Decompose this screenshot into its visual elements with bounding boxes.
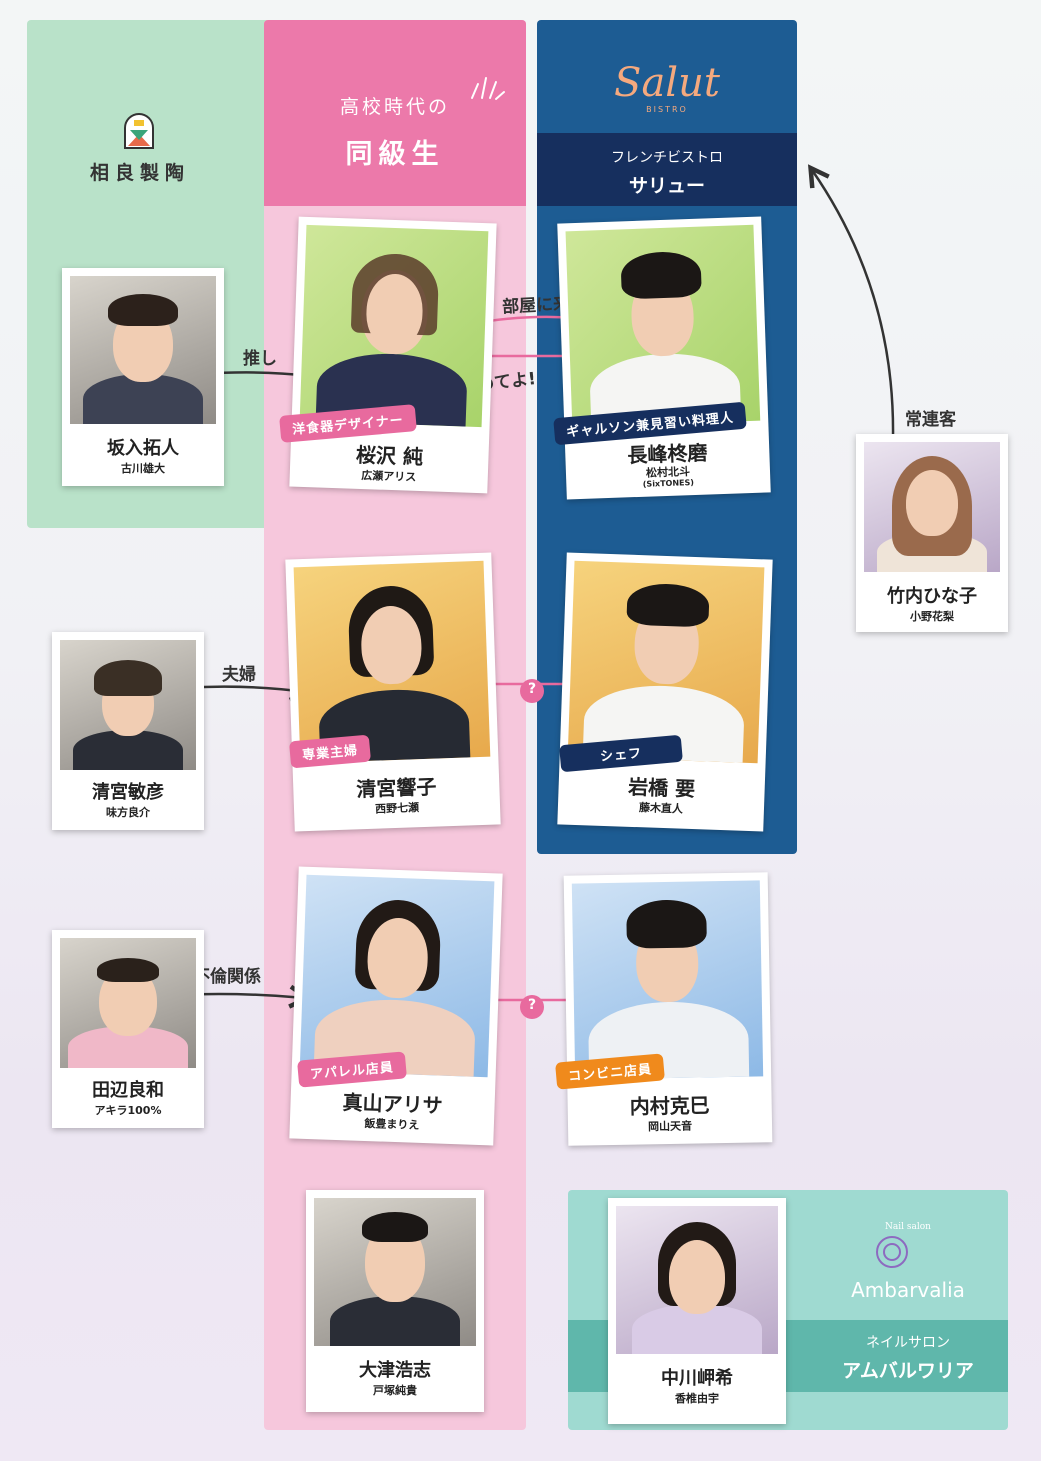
actor-name: 味方良介 — [106, 806, 150, 819]
relation-couple: 夫婦 — [222, 665, 256, 685]
heart-icon — [520, 679, 544, 703]
character-photo — [293, 560, 491, 764]
character-card-mayama[interactable]: 真山アリサ 飯豊まりえ — [289, 866, 503, 1146]
character-card-nakagawa[interactable]: 中川岬希 香椎由宇 — [608, 1198, 786, 1424]
sagara-logo-icon — [124, 113, 154, 149]
relation-oshi: 推し — [243, 349, 277, 369]
actor-name: 小野花梨 — [910, 610, 954, 623]
character-name: 坂入拓人 — [107, 438, 179, 459]
character-photo — [299, 874, 495, 1078]
character-card-takeuchi[interactable]: 竹内ひな子 小野花梨 — [856, 434, 1008, 632]
actor-name: 戸塚純貴 — [373, 1384, 417, 1397]
character-card-sakurazawa[interactable]: 桜沢 純 広瀬アリス — [289, 216, 497, 494]
relation-regular: 常連客 — [905, 410, 956, 430]
character-photo — [567, 560, 765, 764]
regular-arrow — [807, 164, 895, 439]
character-card-otsu[interactable]: 大津浩志 戸塚純貴 — [306, 1190, 484, 1412]
character-photo — [571, 880, 764, 1080]
salut-name: サリュー — [628, 175, 705, 197]
salut-logo-sub: BISTRO — [646, 105, 688, 114]
character-photo — [60, 640, 196, 770]
character-photo — [70, 276, 216, 424]
character-photo — [616, 1206, 778, 1354]
classmates-title-line1: 高校時代の — [339, 96, 450, 118]
salut-band: フレンチビストロ サリュー — [537, 133, 797, 206]
actor-name: アキラ100% — [94, 1104, 162, 1117]
classmates-title-line2: 同級生 — [345, 139, 445, 170]
character-card-tanabe[interactable]: 田辺良和 アキラ100% — [52, 930, 204, 1128]
character-card-sakairi[interactable]: 坂入拓人 古川雄大 — [62, 268, 224, 486]
character-name: 大津浩志 — [359, 1360, 431, 1381]
question-mark: ? — [527, 997, 537, 1013]
character-card-kiyomiya-kyoko[interactable]: 清宮響子 西野七瀬 — [285, 552, 501, 832]
character-photo — [299, 224, 489, 428]
relation-affair: 不倫関係 — [193, 967, 261, 987]
nail-type: ネイルサロン — [866, 1335, 950, 1351]
character-card-iwahashi[interactable]: 岩橋 要 藤木直人 — [557, 552, 773, 832]
salut-logo: Salut — [614, 60, 720, 106]
salut-type: フレンチビストロ — [611, 150, 723, 166]
character-card-kiyomiya-toshihiko[interactable]: 清宮敏彦 味方良介 — [52, 632, 204, 830]
nail-logo: Ambarvalia — [851, 1278, 965, 1302]
classmates-header: 高校時代の 同級生 — [264, 20, 526, 206]
nail-crest-icon — [876, 1236, 908, 1268]
character-name: 清宮敏彦 — [92, 782, 164, 803]
heart-icon — [520, 995, 544, 1019]
character-photo — [864, 442, 1000, 572]
actor-name: 古川雄大 — [121, 462, 165, 475]
question-mark: ? — [527, 681, 537, 697]
character-name: 中川岬希 — [661, 1368, 733, 1389]
character-name: 田辺良和 — [92, 1080, 164, 1101]
sparkle-icon — [471, 77, 505, 100]
character-photo — [314, 1198, 476, 1346]
character-photo — [60, 938, 196, 1068]
character-name: 竹内ひな子 — [887, 586, 977, 607]
character-photo — [565, 224, 761, 428]
actor-name: 岡山天音 — [647, 1119, 693, 1134]
sagara-name: 相良製陶 — [89, 162, 190, 184]
actor-name: 香椎由宇 — [675, 1392, 719, 1405]
character-card-uchimura[interactable]: 内村克巳 岡山天音 — [563, 872, 773, 1146]
nail-logo-small: Nail salon — [885, 1222, 931, 1232]
character-card-nagamine[interactable]: 長峰柊磨 松村北斗 (SixTONES) — [557, 216, 771, 500]
nail-name: アムバルワリア — [842, 1360, 974, 1382]
